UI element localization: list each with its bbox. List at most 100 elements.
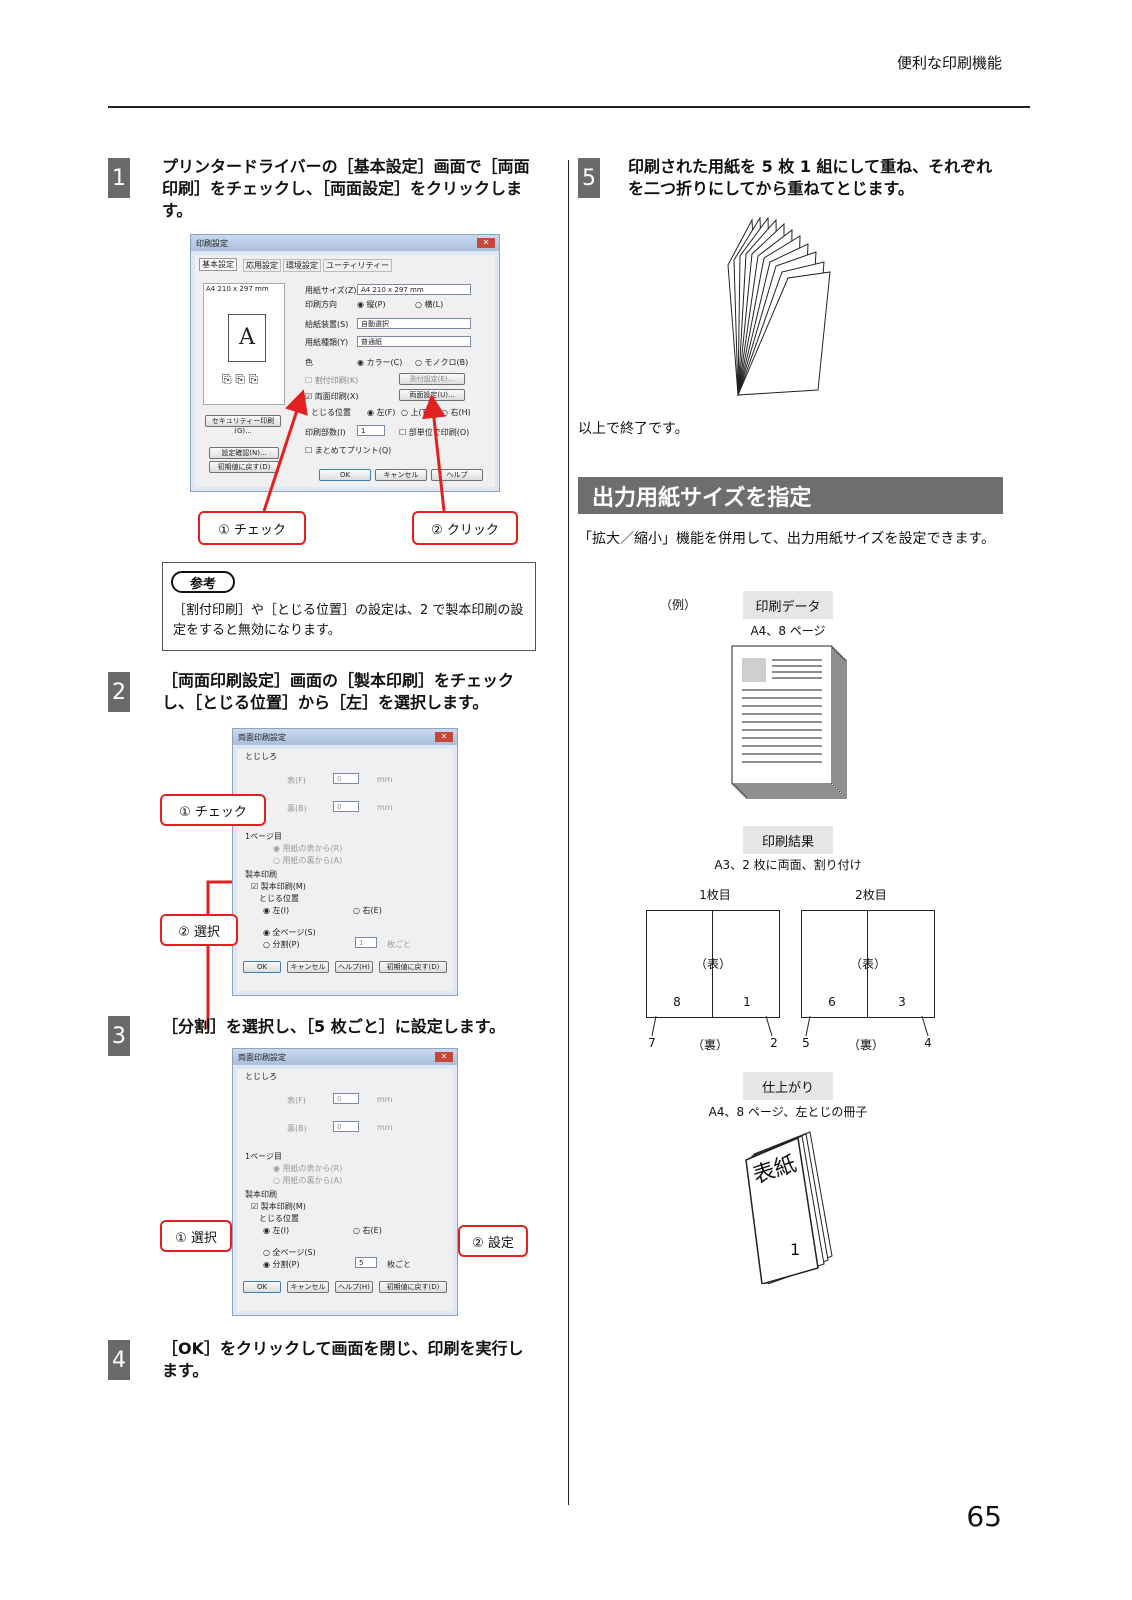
layout-icons: ⎘ ⎘ ⎘ <box>222 372 259 386</box>
ok-button[interactable]: OK <box>243 961 281 973</box>
step-4-text: ［OK］をクリックして画面を閉じ、印刷を実行します。 <box>162 1339 524 1380</box>
reset-button[interactable]: 初期値に戻す(D) <box>379 1281 447 1293</box>
page1-label: 1ページ目 <box>245 832 282 841</box>
dialog2-title: 両面印刷設定 <box>238 732 286 742</box>
all-pages-radio[interactable]: ◉ 全ページ(S) <box>263 928 316 937</box>
paper-size-label: 用紙サイズ(Z) <box>305 286 357 295</box>
print-data-label: 印刷データ <box>743 591 833 619</box>
help-button[interactable]: ヘルプ(H) <box>335 961 373 973</box>
batch-print-label: まとめてプリント(Q) <box>314 446 392 455</box>
margin-back-label: 裏(B) <box>287 1124 307 1133</box>
sheet-1-right-num: 1 <box>743 995 751 1009</box>
step-5-number: 5 <box>578 158 600 198</box>
close-icon[interactable]: ✕ <box>435 732 453 742</box>
booklet-checkbox-label: 製本印刷(M) <box>260 882 306 891</box>
note-text: ［割付印刷］や［とじる位置］の設定は、2 で製本印刷の設定をすると無効になります… <box>173 603 524 638</box>
all-pages-label: 全ページ(S) <box>272 1248 316 1257</box>
split-count-input[interactable]: 5 <box>355 1257 377 1268</box>
split-count-input[interactable]: 1 <box>355 937 377 948</box>
finished-label: 仕上がり <box>743 1072 833 1100</box>
cancel-button[interactable]: キャンセル <box>287 1281 329 1293</box>
binding-left-radio[interactable]: ◉ 左(F) <box>367 408 396 417</box>
ok-button[interactable]: OK <box>319 469 371 481</box>
mono-radio[interactable]: ○ モノクロ(B) <box>415 358 469 367</box>
nup-settings-button[interactable]: 割付設定(E)... <box>399 373 465 385</box>
confirm-settings-button[interactable]: 設定確認(N)... <box>209 447 279 459</box>
page1-back-label: 用紙の裏から(A) <box>282 856 343 865</box>
split-radio[interactable]: ◉ 分割(P) <box>263 1260 300 1269</box>
page1-label: 1ページ目 <box>245 1152 282 1161</box>
mm-unit: mm <box>377 1123 393 1132</box>
page1-front-radio[interactable]: ◉ 用紙の表から(R) <box>273 1164 343 1173</box>
sheet-1-back-left-num: 7 <box>648 1036 656 1050</box>
reset-button[interactable]: 初期値に戻す(D) <box>379 961 447 973</box>
binding-left-radio[interactable]: ◉ 左(I) <box>263 1226 290 1235</box>
binding-top-radio[interactable]: ○ 上(T) <box>401 408 430 417</box>
stacked-booklet-illustration <box>727 216 831 396</box>
collate-checkbox[interactable]: ☐ 部単位で印刷(O) <box>399 428 470 437</box>
paper-size-select[interactable]: A4 210 x 297 mm <box>357 284 471 295</box>
tab-basic[interactable]: 基本設定 <box>199 258 237 271</box>
page1-back-radio[interactable]: ○ 用紙の裏から(A) <box>273 1176 343 1185</box>
binding-right-label: 右(E) <box>362 1226 382 1235</box>
note-box: 参考 ［割付印刷］や［とじる位置］の設定は、2 で製本印刷の設定をすると無効にな… <box>162 562 536 651</box>
binding-left-radio[interactable]: ◉ 左(I) <box>263 906 290 915</box>
booklet-checkbox[interactable]: ☑ 製本印刷(M) <box>251 1202 306 1211</box>
column-divider <box>568 160 569 1505</box>
margin-label: とじしろ <box>245 1072 277 1081</box>
duplex-checkbox[interactable]: ☑ 両面印刷(X) <box>305 392 359 401</box>
copies-input[interactable]: 1 <box>357 425 385 436</box>
step-5-text: 印刷された用紙を 5 枚 1 組にして重ね、それぞれを二つ折りにしてから重ねてと… <box>628 157 993 198</box>
page1-front-radio[interactable]: ◉ 用紙の表から(R) <box>273 844 343 853</box>
landscape-radio[interactable]: ○ 横(L) <box>415 300 444 309</box>
help-button[interactable]: ヘルプ <box>431 469 483 481</box>
dialog3-title: 両面印刷設定 <box>238 1052 286 1062</box>
all-pages-radio[interactable]: ○ 全ページ(S) <box>263 1248 316 1257</box>
ok-button[interactable]: OK <box>243 1281 281 1293</box>
duplex-settings-dialog: 両面印刷設定 ✕ とじしろ 表(F) 0 mm 裏(B) 0 mm 1ページ目 … <box>232 728 458 996</box>
help-button[interactable]: ヘルプ(H) <box>335 1281 373 1293</box>
batch-print-checkbox[interactable]: ☐ まとめてプリント(Q) <box>305 446 392 455</box>
tab-environment[interactable]: 環境設定 <box>283 259 321 272</box>
booklet-checkbox[interactable]: ☑ 製本印刷(M) <box>251 882 306 891</box>
binding-label: とじる位置 <box>259 1214 299 1223</box>
portrait-radio[interactable]: ◉ 縦(P) <box>357 300 386 309</box>
binding-right-radio[interactable]: ○ 右(E) <box>353 906 382 915</box>
tab-advanced[interactable]: 応用設定 <box>243 259 281 272</box>
security-print-button[interactable]: セキュリティー印刷(G)... <box>205 415 281 435</box>
page1-back-radio[interactable]: ○ 用紙の裏から(A) <box>273 856 343 865</box>
nup-checkbox[interactable]: ☐ 割付印刷(K) <box>305 376 359 385</box>
tab-utility[interactable]: ユーティリティー <box>323 259 393 272</box>
header-rule <box>108 106 1030 108</box>
per-label: 枚ごと <box>387 1260 411 1269</box>
split-label: 分割(P) <box>272 1260 300 1269</box>
nup-label: 割付印刷(K) <box>314 376 359 385</box>
step-4-number: 4 <box>108 1340 130 1380</box>
booklet-label: 製本印刷 <box>245 1190 277 1199</box>
preview-size: A4 210 x 297 mm <box>206 285 269 293</box>
cancel-button[interactable]: キャンセル <box>287 961 329 973</box>
margin-back-input[interactable]: 0 <box>333 1121 359 1132</box>
margin-back-input[interactable]: 0 <box>333 801 359 812</box>
section-text: 「拡大／縮小」機能を併用して、出力用紙サイズを設定できます。 <box>578 531 996 547</box>
paper-type-select[interactable]: 普通紙 <box>357 336 471 347</box>
sheet-2-back-left-num: 5 <box>802 1036 810 1050</box>
margin-front-input[interactable]: 0 <box>333 1093 359 1104</box>
page1-front-label: 用紙の表から(R) <box>282 1164 343 1173</box>
margin-front-input[interactable]: 0 <box>333 773 359 784</box>
sheet-1-front-label: （表） <box>694 957 731 971</box>
source-select[interactable]: 自動選択 <box>357 318 471 329</box>
binding-top-label: 上(T) <box>410 408 430 417</box>
copies-label: 印刷部数(I) <box>305 428 346 437</box>
callout-check-1: ① チェック <box>198 511 306 545</box>
step-1-number: 1 <box>108 158 130 198</box>
cancel-button[interactable]: キャンセル <box>375 469 427 481</box>
binding-right-radio[interactable]: ○ 右(E) <box>353 1226 382 1235</box>
close-icon[interactable]: ✕ <box>435 1052 453 1062</box>
split-radio[interactable]: ○ 分割(P) <box>263 940 300 949</box>
step-2-number: 2 <box>108 672 130 712</box>
close-icon[interactable]: ✕ <box>477 238 495 248</box>
orientation-label: 印刷方向 <box>305 300 337 309</box>
callout-select-2: ② 選択 <box>160 914 238 946</box>
color-radio[interactable]: ◉ カラー(C) <box>357 358 403 367</box>
